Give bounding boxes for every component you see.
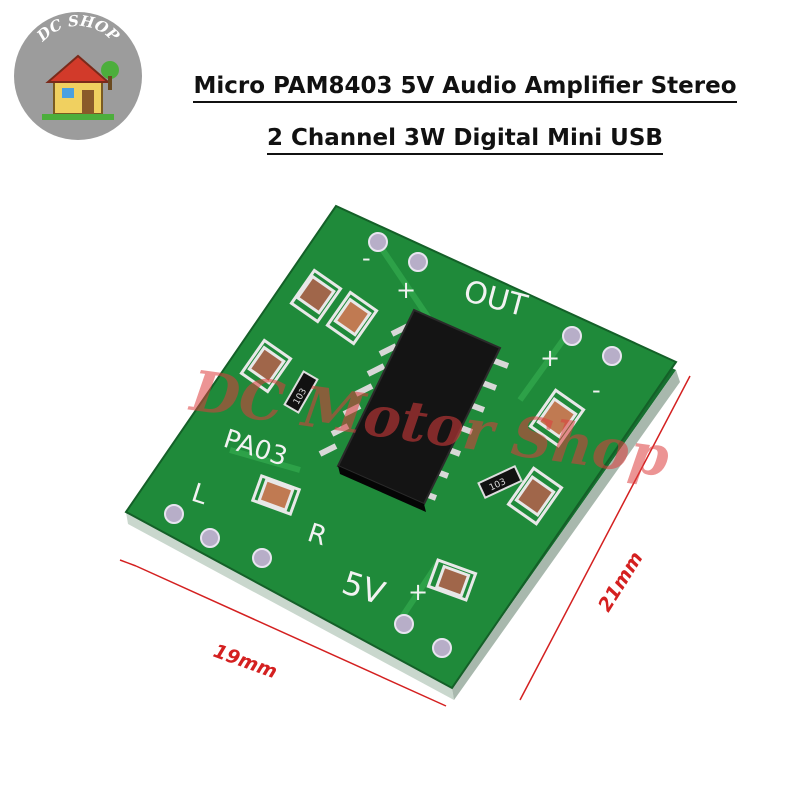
shop-logo: DC SHOP: [14, 12, 142, 140]
capacitors: [239, 268, 586, 602]
solder-pads: [164, 232, 622, 658]
silk-minus-1: -: [362, 244, 371, 272]
silk-plus-1: +: [396, 276, 416, 304]
silk-minus-2: -: [592, 376, 601, 404]
dimension-lines: [119, 375, 691, 707]
silk-plus-2: +: [540, 344, 560, 372]
silk-plus-3: +: [408, 578, 428, 606]
title-line-1: Micro PAM8403 5V Audio Amplifier Stereo: [193, 71, 737, 103]
house-icon: [42, 54, 119, 120]
resistors: 103 103: [283, 370, 523, 500]
product-title: Micro PAM8403 5V Audio Amplifier Stereo …: [150, 60, 780, 164]
ic-chip: [318, 308, 510, 512]
title-line-2: 2 Channel 3W Digital Mini USB: [267, 123, 663, 155]
